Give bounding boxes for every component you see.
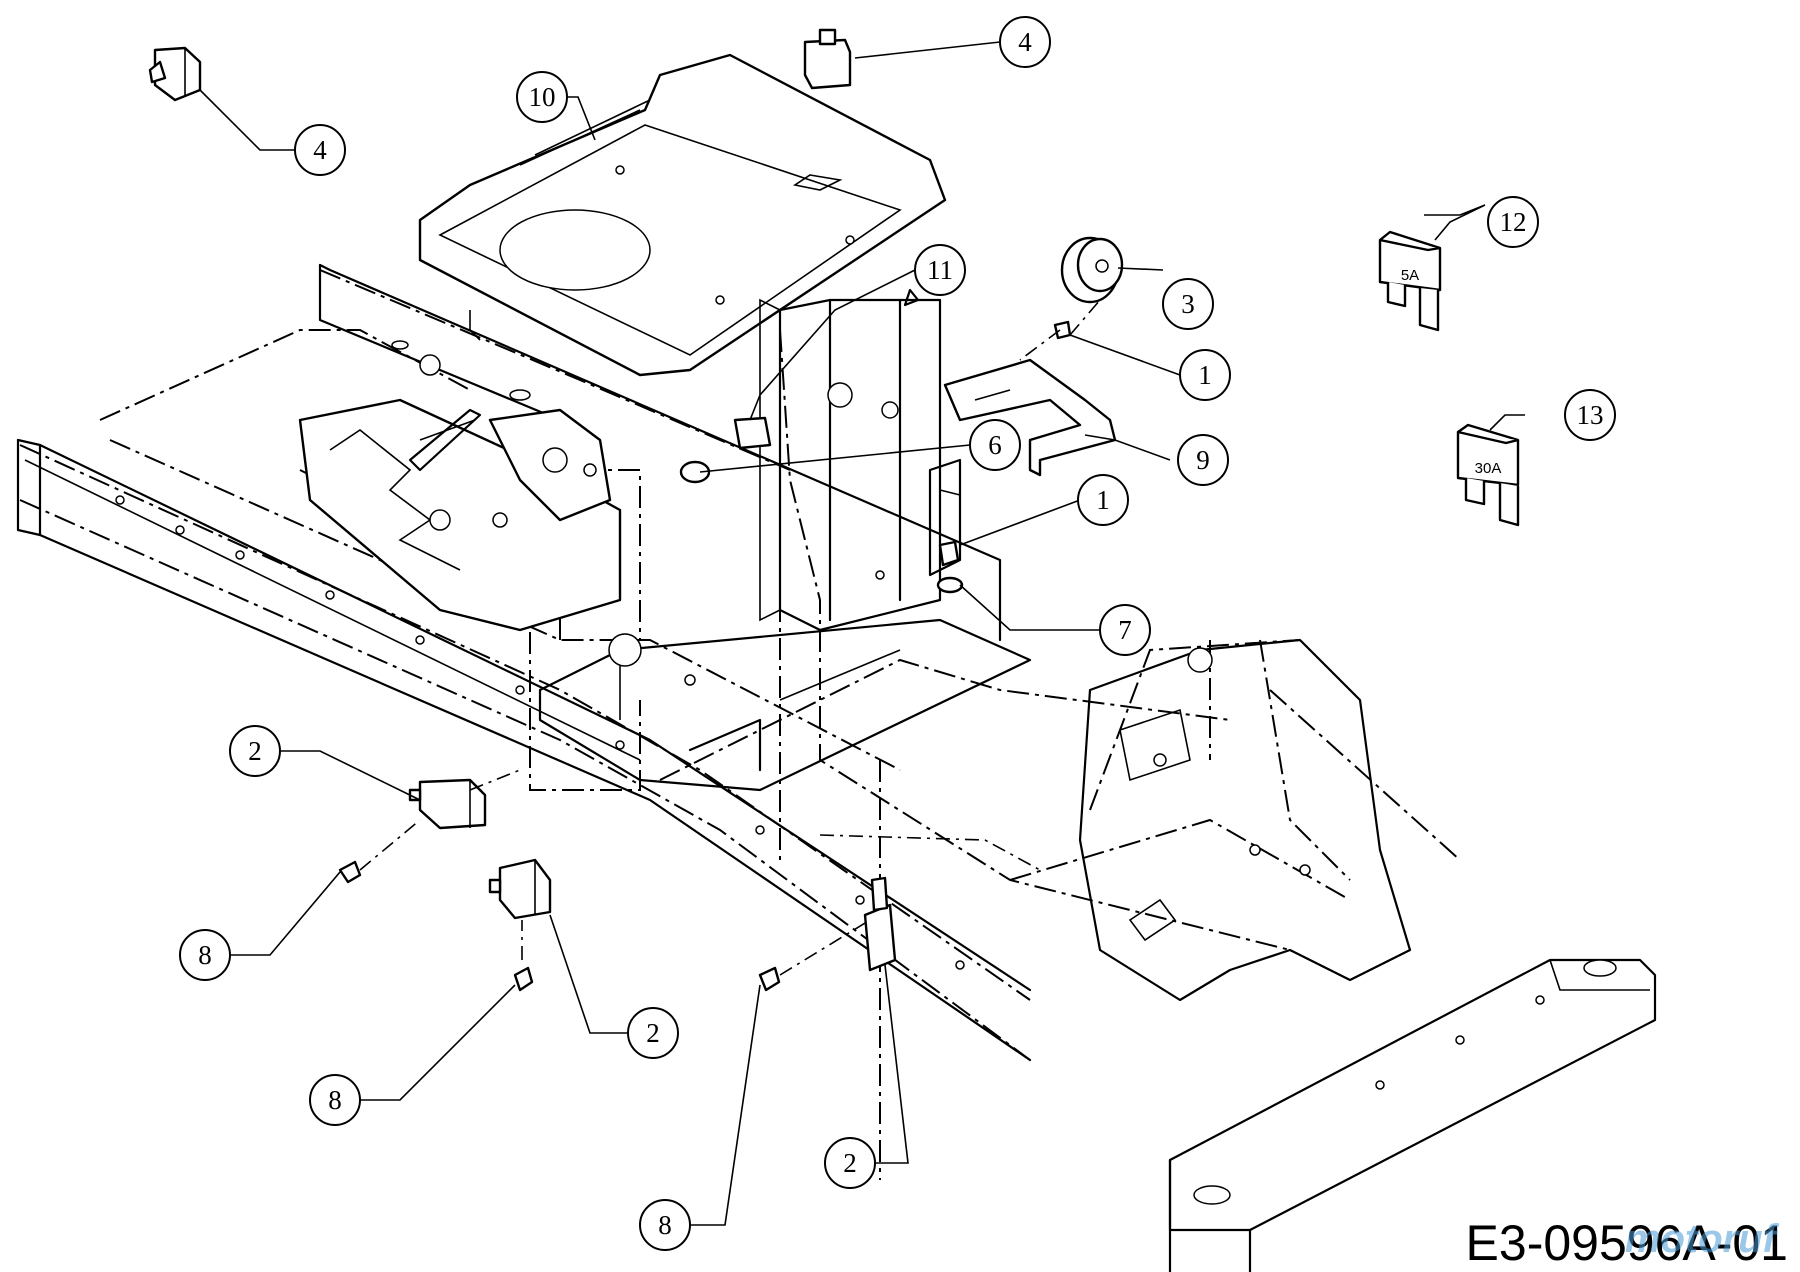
callout-12: 12 — [1487, 196, 1539, 248]
callout-2-right: 2 — [824, 1137, 876, 1189]
leader-lines — [199, 41, 1525, 1226]
seat-switch-top-left — [148, 46, 202, 102]
callout-9: 9 — [1177, 434, 1229, 486]
fuse-30a: 30A — [1456, 423, 1520, 527]
connector-2-right — [863, 876, 897, 972]
callout-1-label: 1 — [1198, 360, 1212, 390]
drawing-number: E3-09596A-01 — [1465, 1215, 1788, 1271]
fuse-5a-label: 5A — [1401, 267, 1419, 284]
callout-1-label: 1 — [1096, 485, 1110, 515]
screw-1-top — [1053, 320, 1072, 340]
callout-2-label: 2 — [248, 736, 262, 766]
seat-pan — [418, 53, 947, 377]
battery-area — [928, 458, 962, 577]
callout-1-mid: 1 — [1077, 474, 1129, 526]
callout-13-label: 13 — [1577, 400, 1604, 430]
callout-3: 3 — [1162, 278, 1214, 330]
mid-deck-plate — [538, 618, 1032, 792]
callout-13: 13 — [1564, 389, 1616, 441]
callout-2-center: 2 — [627, 1007, 679, 1059]
callout-2-left: 2 — [229, 725, 281, 777]
callout-3-label: 3 — [1181, 289, 1195, 319]
left-side-plate — [318, 263, 1002, 642]
rear-crossmember — [1168, 958, 1657, 1272]
screws-8 — [338, 860, 781, 992]
fuse-5a: 5A — [1378, 230, 1442, 332]
right-side-plate — [1078, 638, 1412, 1002]
watermark-logo: motoruf — [1624, 1217, 1776, 1261]
callout-10: 10 — [516, 71, 568, 123]
callout-4-label: 4 — [1018, 27, 1032, 57]
center-tower — [759, 288, 942, 632]
grommet-7 — [936, 576, 964, 594]
mounting-phantom-lines — [359, 299, 1101, 976]
callout-2-label: 2 — [646, 1018, 660, 1048]
callout-4-top-left: 4 — [294, 124, 346, 176]
callout-8-center: 8 — [309, 1074, 361, 1126]
callout-4-top-center: 4 — [999, 16, 1051, 68]
screw-1-mid — [938, 540, 960, 567]
callout-8-label: 8 — [658, 1210, 672, 1240]
plug-6 — [679, 460, 711, 484]
callout-7: 7 — [1099, 604, 1151, 656]
callout-6-label: 6 — [988, 430, 1002, 460]
wire-connector — [733, 416, 772, 450]
seat-switch-top-center — [803, 28, 852, 90]
callout-8-left: 8 — [179, 929, 231, 981]
front-rail — [16, 438, 1032, 1062]
callout-10-label: 10 — [529, 82, 556, 112]
ignition-key-switch — [1060, 236, 1124, 304]
fuse-30a-label: 30A — [1475, 460, 1502, 477]
callout-8-label: 8 — [198, 940, 212, 970]
callout-8-label: 8 — [328, 1085, 342, 1115]
switch-bracket — [943, 358, 1117, 477]
callout-11-label: 11 — [927, 255, 953, 285]
callout-8-right: 8 — [639, 1199, 691, 1251]
seat-adjuster-plate — [298, 398, 622, 632]
frame-hidden-lines — [19, 269, 1461, 1180]
pivot-hinge — [488, 408, 612, 522]
callout-2-label: 2 — [843, 1148, 857, 1178]
connector-2-left — [408, 778, 487, 830]
connector-2-center — [488, 858, 552, 920]
callout-12-label: 12 — [1500, 207, 1527, 237]
callout-7-label: 7 — [1118, 615, 1132, 645]
rail-holes — [115, 495, 1545, 1090]
callout-4-label: 4 — [313, 135, 327, 165]
callout-9-label: 9 — [1196, 445, 1210, 475]
callout-11: 11 — [914, 244, 966, 296]
callout-1-top: 1 — [1179, 349, 1231, 401]
callout-6: 6 — [969, 419, 1021, 471]
